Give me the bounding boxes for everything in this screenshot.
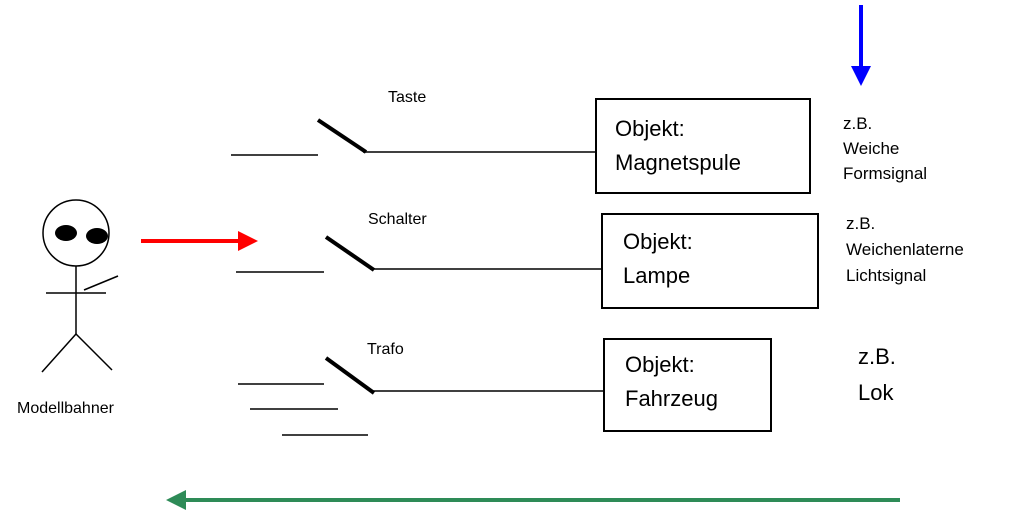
example-prefix: z.B. bbox=[846, 214, 876, 233]
switch-label-taste: Taste bbox=[388, 89, 427, 106]
switch-label-trafo: Trafo bbox=[367, 341, 404, 358]
example-item: Weichenlaterne bbox=[846, 240, 964, 259]
example-prefix: z.B. bbox=[858, 344, 896, 369]
object-box-name: Fahrzeug bbox=[625, 386, 718, 411]
example-item: Lok bbox=[858, 380, 894, 405]
stick-figure-icon bbox=[41, 199, 119, 373]
switch-label-schalter: Schalter bbox=[368, 211, 427, 228]
row-schalter-circuit bbox=[236, 235, 601, 273]
example-item: Weiche bbox=[843, 139, 900, 158]
object-box-magnetspule: Objekt: Magnetspule bbox=[595, 98, 811, 194]
object-box-heading: Objekt: bbox=[615, 116, 685, 141]
object-box-lampe: Objekt: Lampe bbox=[601, 213, 819, 309]
object-box-fahrzeug: Objekt: Fahrzeug bbox=[603, 338, 772, 432]
example-item: Formsignal bbox=[843, 164, 928, 183]
example-prefix: z.B. bbox=[843, 114, 873, 133]
example-item: Lichtsignal bbox=[846, 266, 927, 285]
object-box-name: Magnetspule bbox=[615, 150, 741, 175]
object-box-name: Lampe bbox=[623, 263, 691, 288]
input-arrow bbox=[851, 5, 871, 86]
row-taste-circuit bbox=[231, 118, 596, 156]
feedback-arrow bbox=[166, 490, 900, 510]
object-box-heading: Objekt: bbox=[623, 229, 693, 254]
action-arrow bbox=[141, 231, 258, 251]
row-trafo-circuit bbox=[238, 356, 603, 436]
object-box-heading: Objekt: bbox=[625, 352, 695, 377]
actor-label: Modellbahner bbox=[17, 400, 114, 417]
